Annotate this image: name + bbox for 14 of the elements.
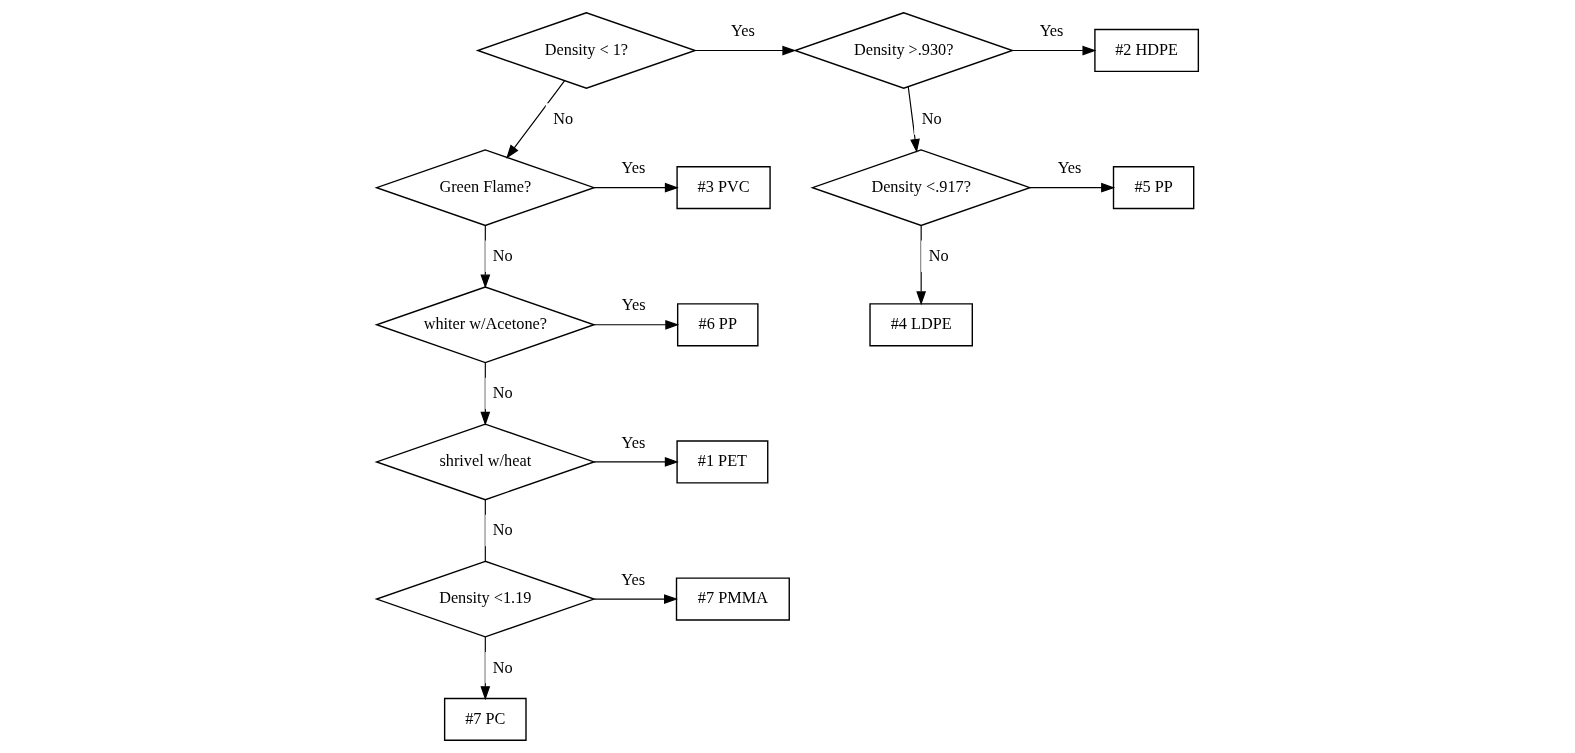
edge-label: No xyxy=(921,109,942,128)
edge-label: No xyxy=(492,384,513,403)
edge-label: Yes xyxy=(731,22,755,41)
edge-label: No xyxy=(492,521,513,540)
edge-label: No xyxy=(492,247,513,266)
edge-label: Yes xyxy=(621,433,646,452)
edge-label: Yes xyxy=(1039,22,1064,41)
edge-label: Yes xyxy=(621,159,646,178)
edge-label: Yes xyxy=(621,296,646,315)
edge-label: Yes xyxy=(1057,159,1082,178)
edge-label: No xyxy=(492,658,513,677)
edge-label: No xyxy=(928,247,949,266)
edge-label: Yes xyxy=(621,570,645,589)
edge-label: No xyxy=(553,109,574,128)
